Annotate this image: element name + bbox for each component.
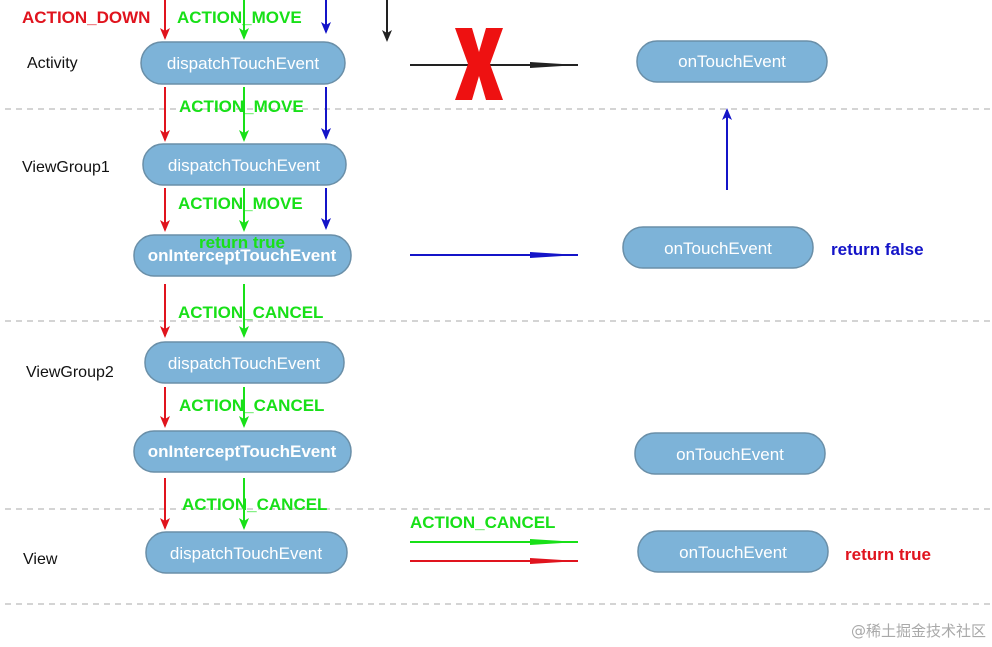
layer-label-viewgroup2: ViewGroup2 — [26, 364, 114, 381]
vg1-return-false-label: return false — [831, 240, 924, 259]
action-cancel-label-view: ACTION_CANCEL — [182, 495, 327, 514]
view-ontouch-pill: onTouchEvent — [637, 530, 829, 573]
view-ontouch-text: onTouchEvent — [679, 543, 787, 562]
vg2-dispatch-text: dispatchTouchEvent — [168, 354, 320, 373]
action-cancel-label-vg2: ACTION_CANCEL — [178, 303, 323, 322]
vg1-dispatch-text: dispatchTouchEvent — [168, 156, 320, 175]
view-return-true-label: return true — [845, 545, 931, 564]
layer-label-viewgroup1: ViewGroup1 — [22, 159, 110, 176]
action-cancel-label-right: ACTION_CANCEL — [410, 513, 555, 532]
action-cancel-label-vg2-int: ACTION_CANCEL — [179, 396, 324, 415]
view-dispatch-pill: dispatchTouchEvent — [145, 531, 348, 574]
vg1-return-true-label: return true — [199, 233, 285, 252]
watermark: @稀土掘金技术社区 — [851, 622, 986, 640]
vg2-dispatch-pill: dispatchTouchEvent — [144, 341, 345, 384]
action-down-label: ACTION_DOWN — [22, 8, 150, 27]
vg1-intercept-text: onInterceptTouchEvent — [148, 246, 337, 265]
vg1-dispatch-pill: dispatchTouchEvent — [142, 143, 347, 186]
vg1-intercept-pill: onInterceptTouchEvent — [133, 234, 352, 277]
x-mark — [455, 28, 503, 100]
vg1-ontouch-text: onTouchEvent — [664, 239, 772, 258]
layer-label-view: View — [23, 551, 58, 568]
vg1-ontouch-pill: onTouchEvent — [622, 226, 814, 269]
action-move-label-top: ACTION_MOVE — [177, 8, 302, 27]
activity-dispatch-pill: dispatchTouchEvent — [140, 41, 346, 85]
layer-label-activity: Activity — [27, 55, 78, 72]
action-move-label-vg1-int: ACTION_MOVE — [178, 194, 303, 213]
activity-ontouch-text: onTouchEvent — [678, 52, 786, 71]
vg2-ontouch-text: onTouchEvent — [676, 445, 784, 464]
vg2-intercept-text: onInterceptTouchEvent — [148, 442, 337, 461]
vg2-ontouch-pill: onTouchEvent — [634, 432, 826, 475]
action-move-label-vg1: ACTION_MOVE — [179, 97, 304, 116]
vg2-intercept-pill: onInterceptTouchEvent — [133, 430, 352, 473]
view-dispatch-text: dispatchTouchEvent — [170, 544, 322, 563]
activity-ontouch-pill: onTouchEvent — [636, 40, 828, 83]
activity-dispatch-text: dispatchTouchEvent — [167, 54, 319, 73]
